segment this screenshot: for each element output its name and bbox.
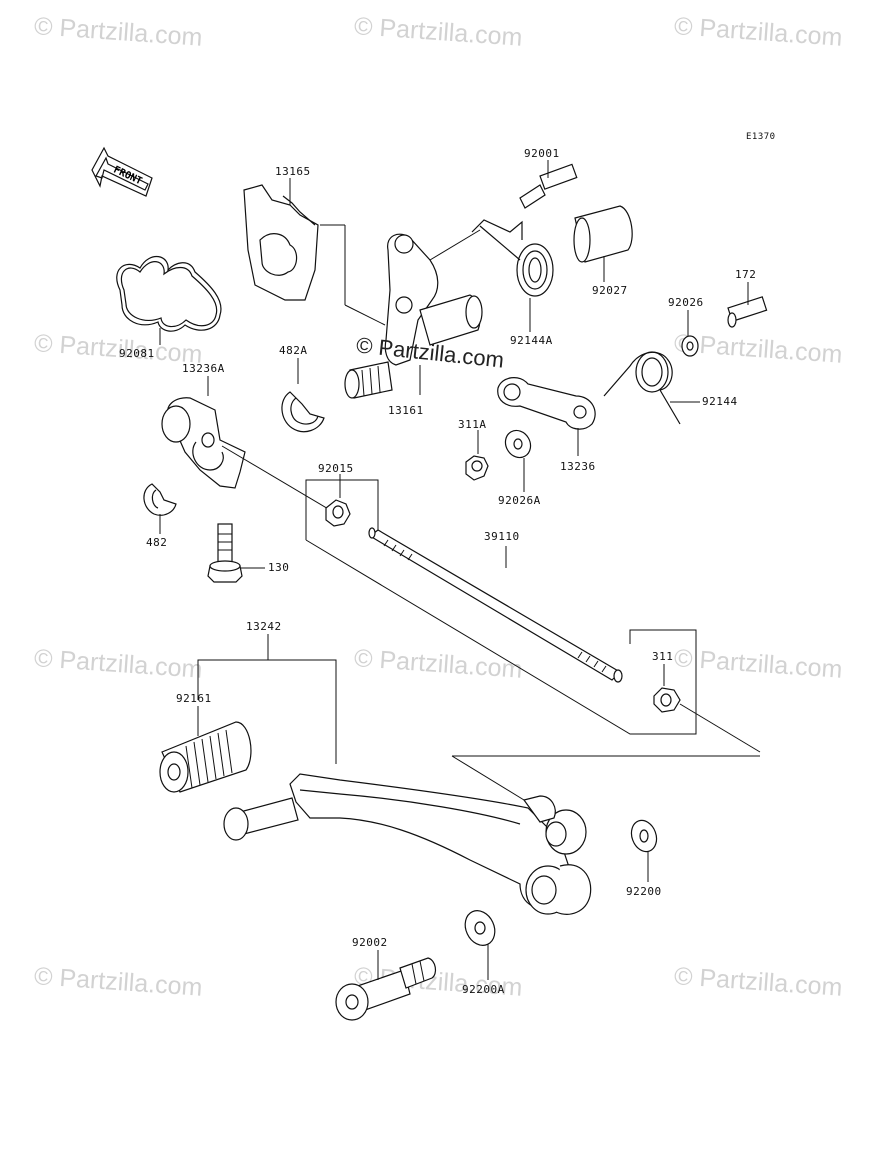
clamp-13236A [161, 376, 331, 511]
circlip-482A [281, 358, 325, 433]
diagram-code: E1370 [746, 132, 776, 142]
shift-arm-13161 [344, 229, 483, 399]
bolt-130 [207, 523, 265, 583]
label-92015: 92015 [318, 462, 354, 475]
washer-92200 [630, 819, 658, 882]
label-172: 172 [735, 268, 757, 281]
label-92026A: 92026A [498, 494, 541, 507]
bolt-92002 [335, 950, 437, 1021]
circlip-482 [143, 483, 177, 534]
plate-13165 [243, 178, 386, 326]
pin-92001 [519, 160, 578, 209]
label-311: 311 [652, 650, 674, 663]
label-482A: 482A [279, 344, 308, 357]
label-311A: 311A [458, 418, 487, 431]
label-92027: 92027 [592, 284, 628, 297]
label-92200: 92200 [626, 885, 662, 898]
label-92144: 92144 [702, 395, 738, 408]
label-92161: 92161 [176, 692, 212, 705]
nut-311A [465, 430, 489, 481]
label-92002: 92002 [352, 936, 388, 949]
washer-92026A [504, 429, 532, 492]
link-13236 [497, 377, 596, 456]
label-92144A: 92144A [510, 334, 553, 347]
nut-311 [452, 664, 761, 757]
gasket-92081 [116, 256, 222, 345]
label-39110: 39110 [484, 530, 520, 543]
spring-92144 [603, 351, 700, 425]
rod-39110 [305, 527, 697, 735]
label-13236A: 13236A [182, 362, 225, 375]
collar-92027 [573, 205, 633, 282]
label-13242: 13242 [246, 620, 282, 633]
washer-92026 [681, 310, 699, 357]
label-13161: 13161 [388, 404, 424, 417]
label-130: 130 [268, 561, 290, 574]
rubber-92161 [159, 706, 252, 793]
label-92200A: 92200A [462, 983, 505, 996]
label-13236: 13236 [560, 460, 596, 473]
pin-172 [727, 282, 768, 328]
label-92001: 92001 [524, 147, 560, 160]
label-92026: 92026 [668, 296, 704, 309]
label-482: 482 [146, 536, 168, 549]
washer-92200A [464, 910, 496, 980]
label-92081: 92081 [119, 347, 155, 360]
label-13165: 13165 [275, 165, 311, 178]
nut-92015 [305, 474, 379, 540]
pedal-13242 [197, 634, 592, 915]
front-arrow-icon: FRONT [91, 146, 153, 197]
spring-92144A [471, 219, 554, 332]
